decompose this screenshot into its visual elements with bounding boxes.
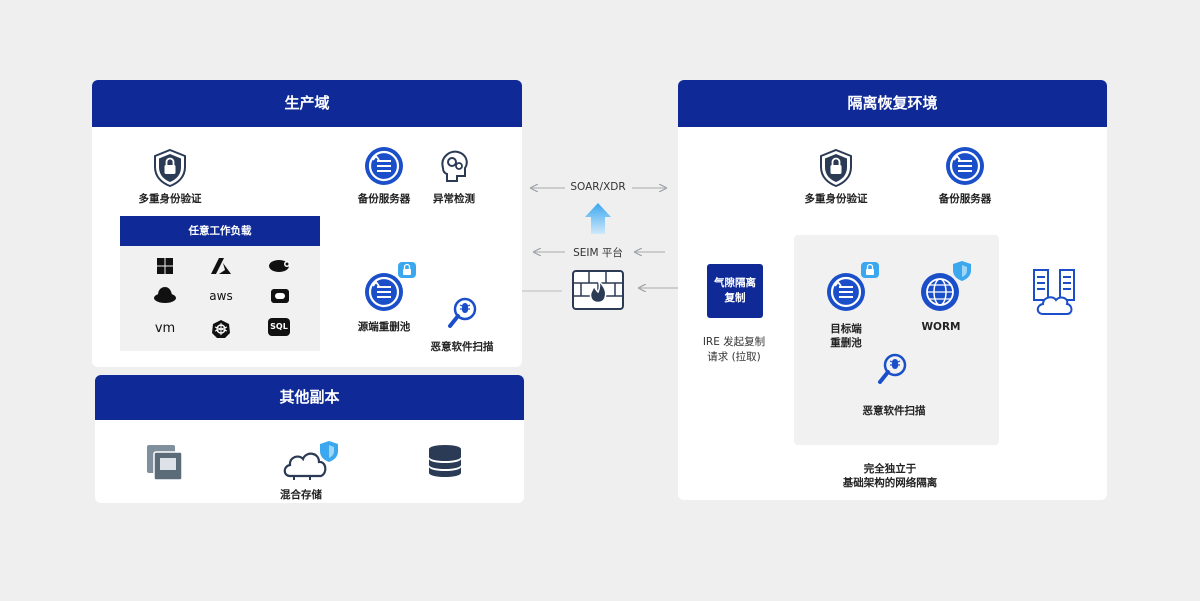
- target-lock-badge-icon: [861, 262, 879, 278]
- redhat-icon: [154, 287, 176, 303]
- other-panel: 其他副本: [95, 375, 524, 503]
- soar-label: SOAR/XDR: [570, 181, 626, 193]
- airgap-replication-box: 气隙隔离 复制: [707, 264, 763, 318]
- suse-icon: [269, 260, 290, 272]
- anomaly-label: 异常检测: [433, 193, 475, 205]
- brain-gear-icon: [441, 150, 468, 182]
- storage-array-icon: [1033, 269, 1075, 315]
- iso-backup-label: 备份服务器: [938, 193, 992, 205]
- source-pool-label: 源端重删池: [357, 321, 411, 333]
- ire-line1: IRE 发起复制: [702, 336, 766, 348]
- target-line2: 重删池: [830, 337, 862, 349]
- iso-mfa-label: 多重身份验证: [804, 193, 868, 205]
- production-title: 生产域: [92, 80, 522, 127]
- vmware-icon: vm: [154, 320, 176, 336]
- iso-malware-scan-icon: [878, 353, 907, 384]
- lock-badge-icon: [398, 262, 416, 278]
- malware-scan-icon: [448, 297, 477, 328]
- isolated-title: 隔离恢复环境: [678, 80, 1107, 127]
- worm-label: WORM: [921, 321, 961, 333]
- airgap-line2: 复制: [724, 292, 746, 304]
- hybrid-label: 混合存储: [280, 489, 322, 501]
- database-icon: [429, 445, 461, 477]
- up-arrow: [585, 203, 611, 234]
- worm-globe-icon: [921, 273, 959, 311]
- seim-label: SEIM 平台: [573, 247, 623, 259]
- target-pool-icon: [827, 273, 865, 311]
- airgap-line1: 气隙隔离: [714, 277, 756, 289]
- azure-icon: [211, 258, 231, 274]
- backup-server-icon: [365, 147, 403, 185]
- windows-icon: [157, 258, 173, 274]
- footer-line2: 基础架构的网络隔离: [842, 477, 938, 489]
- prod-mfa-label: 多重身份验证: [138, 193, 202, 205]
- kubernetes-icon: [212, 320, 230, 338]
- sql-icon: SQL: [268, 318, 290, 336]
- workload-title: 任意工作负载: [120, 216, 320, 246]
- iso-shield-lock-icon: [820, 148, 852, 188]
- ire-line2: 请求 (拉取): [707, 351, 761, 363]
- prod-malware-label: 恶意软件扫描: [430, 341, 494, 353]
- worm-shield-badge-icon: [953, 261, 971, 281]
- target-line1: 目标端: [830, 323, 862, 335]
- oracle-icon: [271, 289, 289, 303]
- prod-backup-label: 备份服务器: [357, 193, 411, 205]
- aws-icon: aws: [209, 289, 233, 303]
- firewall-icon: [572, 270, 624, 310]
- iso-backup-server-icon: [946, 147, 984, 185]
- source-pool-icon: [365, 273, 403, 311]
- file-copy-icon: [147, 445, 183, 481]
- footer-line1: 完全独立于: [863, 463, 917, 475]
- other-title: 其他副本: [95, 375, 524, 420]
- hybrid-cloud-icon: [283, 441, 338, 480]
- shield-lock-icon: [154, 148, 186, 188]
- iso-malware-label: 恶意软件扫描: [862, 405, 926, 417]
